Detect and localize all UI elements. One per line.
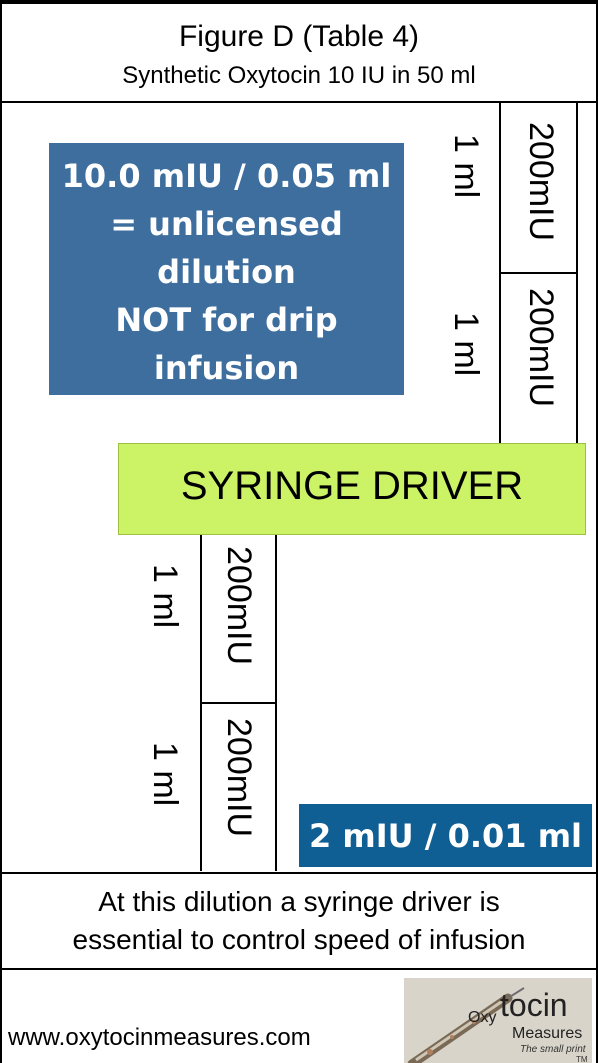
unlicensed-dilution-warning: 10.0 mIU / 0.05 ml = unlicensed dilution… xyxy=(49,143,404,395)
dilution-note: At this dilution a syringe driver is ess… xyxy=(0,872,598,970)
lower-segment-2-volume: 1 ml xyxy=(146,742,184,807)
warning-line-concentration: 10.0 mIU / 0.05 ml xyxy=(61,157,392,195)
lower-segment-1-dose: 200mIU xyxy=(220,546,258,666)
logo-image: Oxy tocin Measures The small print TM xyxy=(404,978,592,1063)
logo-text-tm: TM xyxy=(576,1055,588,1063)
lower-segment-1-volume: 1 ml xyxy=(146,564,184,629)
figure-header: Figure D (Table 4) Synthetic Oxytocin 10… xyxy=(0,0,598,103)
upper-column-divider xyxy=(499,272,578,274)
footer: www.oxytocinmeasures.com Oxy tocin Measu… xyxy=(0,968,598,1063)
warning-line-not-for-drip: NOT for drip xyxy=(115,301,338,339)
warning-line-dilution: dilution xyxy=(157,253,296,291)
note-line-2: essential to control speed of infusion xyxy=(72,924,526,955)
upper-segment-2-dose: 200mIU xyxy=(522,288,560,408)
website-link[interactable]: www.oxytocinmeasures.com xyxy=(8,1024,311,1051)
warning-line-infusion: infusion xyxy=(153,349,300,387)
lower-column-divider xyxy=(200,702,277,704)
figure-title: Figure D (Table 4) xyxy=(178,20,420,53)
oxytocin-measures-logo: Oxy tocin Measures The small print TM xyxy=(404,978,592,1063)
logo-text-tocin: tocin xyxy=(500,987,568,1023)
syringe-illustration-icon xyxy=(407,987,525,1063)
note-line-1: At this dilution a syringe driver is xyxy=(98,886,500,917)
rate-label: 2 mIU / 0.01 ml xyxy=(308,817,582,855)
logo-text-measures: Measures xyxy=(512,1025,582,1042)
upper-segment-1-dose: 200mIU xyxy=(522,122,560,242)
upper-segment-2-volume: 1 ml xyxy=(447,312,485,377)
syringe-driver-label: SYRINGE DRIVER xyxy=(180,464,524,508)
lower-segment-2-dose: 200mIU xyxy=(220,718,258,838)
logo-text-tagline: The small print xyxy=(520,1044,587,1055)
warning-line-unlicensed: = unlicensed xyxy=(110,205,343,243)
figure-subtitle: Synthetic Oxytocin 10 IU in 50 ml xyxy=(122,62,476,89)
logo-text-oxy: Oxy xyxy=(468,1009,496,1026)
syringe-driver-box: SYRINGE DRIVER xyxy=(118,443,586,535)
upper-segment-1-volume: 1 ml xyxy=(447,134,485,199)
rate-label-box: 2 mIU / 0.01 ml xyxy=(299,804,592,867)
